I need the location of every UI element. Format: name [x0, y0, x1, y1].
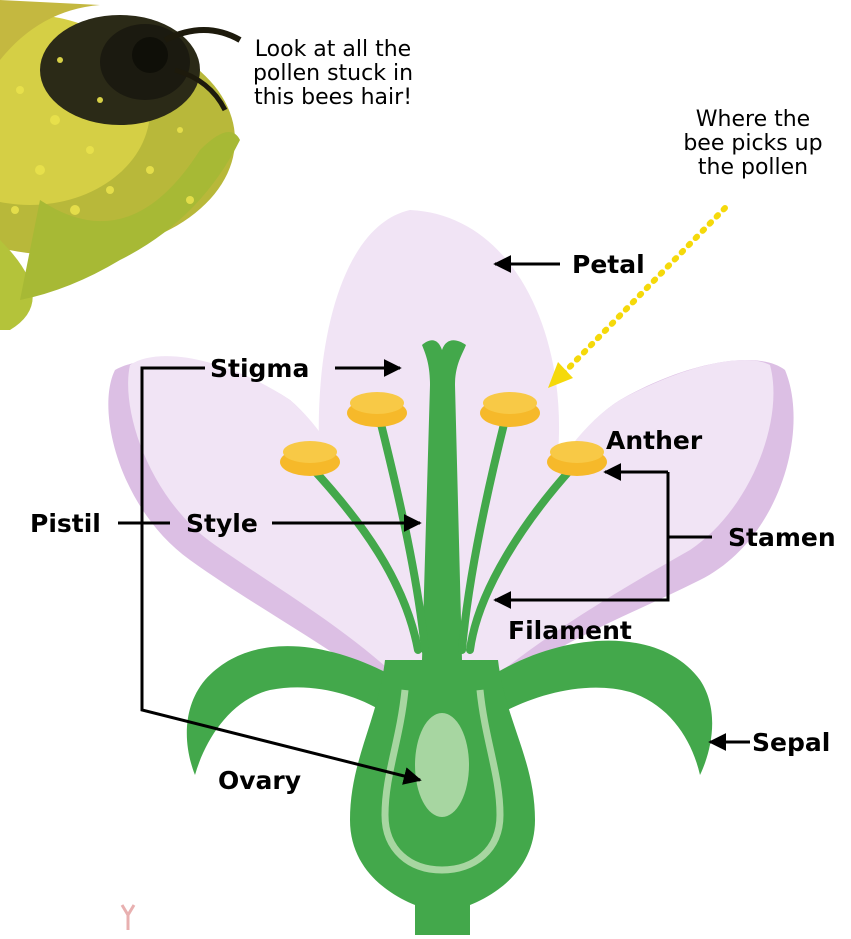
pollen-pointer-line — [555, 208, 725, 382]
petal-label: Petal — [572, 252, 645, 277]
pickup-caption-line-2: bee picks up — [668, 132, 838, 156]
bee-caption-line-3: this bees hair! — [228, 86, 438, 110]
pickup-caption: Where the bee picks up the pollen — [668, 108, 838, 179]
small-flower-icon — [122, 905, 134, 930]
ovary-label: Ovary — [218, 768, 301, 793]
style-label: Style — [186, 511, 258, 536]
bee-caption-line-2: pollen stuck in — [228, 62, 438, 86]
filament-label: Filament — [508, 618, 632, 643]
anther-label: Anther — [606, 428, 702, 453]
bee-caption-line-1: Look at all the — [228, 38, 438, 62]
stamen-label: Stamen — [728, 525, 836, 550]
pickup-caption-line-1: Where the — [668, 108, 838, 132]
anther-3 — [480, 392, 540, 427]
pickup-caption-line-3: the pollen — [668, 156, 838, 180]
bee-photo-icon — [0, 0, 240, 330]
sepal-label: Sepal — [752, 730, 830, 755]
anther-1 — [280, 441, 340, 476]
ovary-icon — [415, 713, 469, 817]
pistil-label: Pistil — [30, 511, 101, 536]
anther-4 — [547, 441, 607, 476]
anther-2 — [347, 392, 407, 427]
bee-caption: Look at all the pollen stuck in this bee… — [228, 38, 438, 109]
stigma-label: Stigma — [210, 356, 309, 381]
